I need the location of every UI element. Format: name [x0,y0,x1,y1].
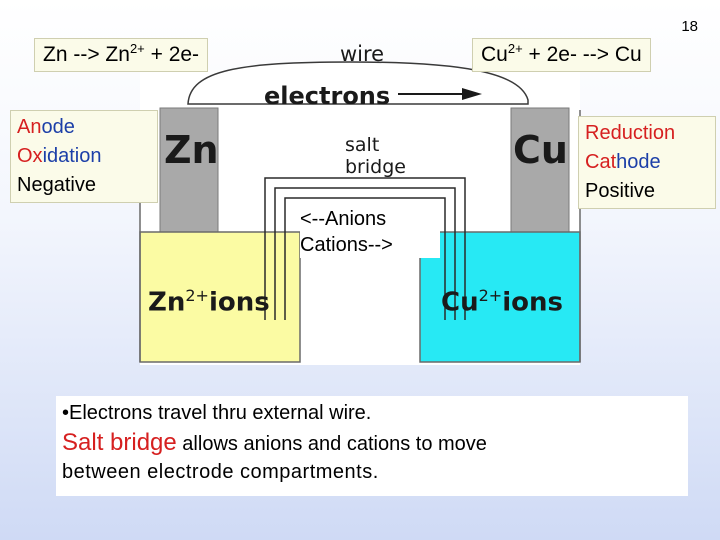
electrons-label: electrons [264,82,391,110]
cathode-half-reaction: Cu2+ + 2e- --> Cu [472,38,651,72]
cathode-label-box: Reduction Cathode Positive [578,116,716,209]
reduction-rest: uction [621,122,676,144]
cathode-eq-charge: 2+ [507,41,523,56]
reduction-highlight: Red [585,122,622,144]
copper-ions-charge: 2+ [478,286,503,305]
zinc-ions-label: Zn2+ions [148,286,270,318]
salt-bridge-line2: bridge [345,156,406,178]
cathode-eq-post: + 2e- --> Cu [522,43,642,66]
salt-bridge-inner [284,197,446,320]
salt-bridge-outer [264,177,466,320]
copper-ions-suffix: ions [502,287,563,318]
oxidation-line: Oxidation [17,142,151,171]
ion-flow-labels: <--Anions Cations--> [300,206,440,258]
explanation-line1: •Electrons travel thru external wire. [62,402,688,425]
positive-line: Positive [585,180,656,202]
cathode-rest: hode [616,151,661,173]
slide-number: 18 [681,18,698,35]
anode-half-reaction: Zn --> Zn2+ + 2e- [34,38,209,72]
salt-bridge-label: salt bridge [345,134,406,178]
electron-arrow-head [462,88,482,100]
anode-metal-label: Zn [164,128,219,172]
salt-bridge-line1: salt [345,134,380,156]
cations-label: Cations--> [300,234,393,256]
negative-line: Negative [17,174,96,196]
anode-eq-pre: Zn --> Zn [43,43,130,66]
left-solution [139,231,301,363]
explanation-line1-text: Electrons travel thru external wire. [69,402,372,424]
explanation-line2-rest: allows anions and cations to move [176,433,487,455]
oxidation-rest: idation [42,145,102,167]
cathode-eq-pre: Cu [481,43,508,66]
cathode-metal-label: Cu [513,128,568,172]
salt-bridge-highlight: Salt bridge [62,429,177,456]
reduction-line: Reduction [585,119,709,148]
zinc-ions-suffix: ions [208,287,270,318]
copper-electrode [510,107,570,234]
anode-line: Anode [17,113,151,142]
explanation-line3: between electrode compartments. [62,461,379,483]
anode-eq-charge: 2+ [129,41,145,56]
copper-ions-label: Cu2+ions [441,286,563,318]
oxidation-highlight: Ox [17,145,43,167]
anions-label: <--Anions [300,208,387,230]
anode-label-box: Anode Oxidation Negative [10,110,158,203]
bullet: • [62,402,70,424]
salt-bridge-middle [274,187,456,320]
right-solution [419,231,581,363]
anode-rest: ode [41,116,75,138]
copper-ions-base: Cu [441,287,479,318]
explanation-box: •Electrons travel thru external wire. Sa… [56,396,688,496]
zinc-electrode [159,107,219,234]
zinc-ions-charge: 2+ [185,286,209,305]
cathode-line: Cathode [585,148,709,177]
zinc-ions-base: Zn [148,287,186,318]
explanation-line2: Salt bridge allows anions and cations to… [62,429,688,457]
wire-label: wire [340,42,385,66]
cathode-highlight: Cat [585,151,617,173]
anode-eq-post: + 2e- [144,43,200,66]
anode-highlight: An [17,116,42,138]
